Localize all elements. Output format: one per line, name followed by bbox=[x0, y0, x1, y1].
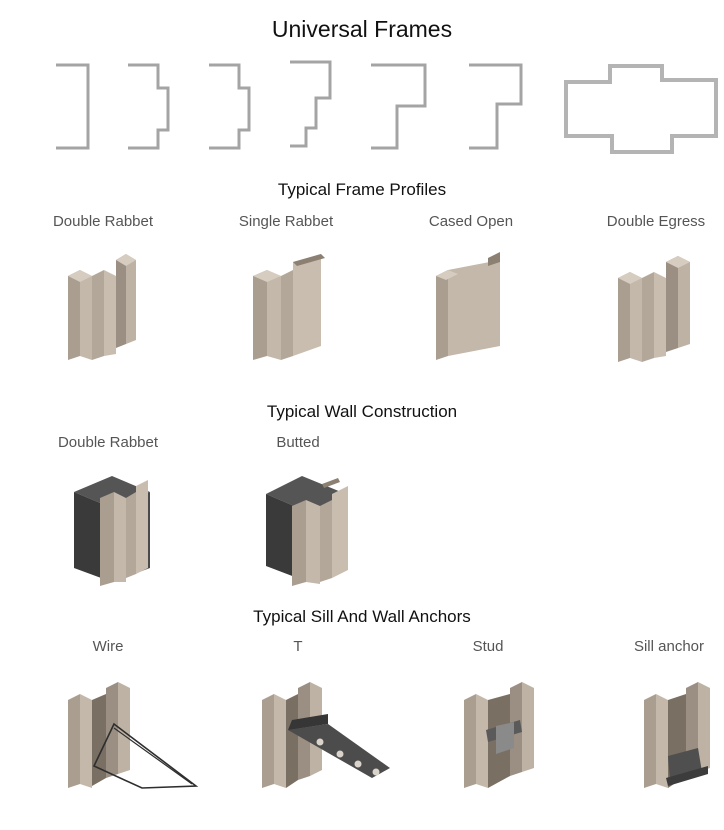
anchor-stud-illustration bbox=[464, 682, 534, 788]
label-double-rabbet: Double Rabbet bbox=[52, 213, 154, 230]
label-double-egress: Double Egress bbox=[606, 213, 706, 230]
section-title-wall: Typical Wall Construction bbox=[266, 402, 458, 421]
frame-double-egress-illustration bbox=[618, 256, 690, 362]
label-single-rabbet: Single Rabbet bbox=[238, 213, 334, 230]
anchor-sill-illustration bbox=[644, 682, 710, 788]
anchor-t-illustration bbox=[262, 682, 390, 788]
wall-butted-illustration bbox=[266, 476, 348, 586]
label-cased-open: Cased Open bbox=[428, 213, 514, 230]
anchor-wire-illustration bbox=[68, 682, 199, 789]
section-title-anchors: Typical Sill And Wall Anchors bbox=[253, 607, 471, 626]
label-wall-double-rabbet: Double Rabbet bbox=[57, 434, 159, 451]
frame-cased-open-illustration bbox=[436, 252, 500, 360]
page-title: Universal Frames bbox=[271, 16, 453, 42]
label-anchor-stud: Stud bbox=[472, 638, 504, 655]
label-anchor-sill: Sill anchor bbox=[633, 638, 705, 655]
section-title-profiles: Typical Frame Profiles bbox=[277, 180, 447, 199]
frame-single-rabbet-illustration bbox=[253, 254, 325, 360]
profile-outline-cased bbox=[564, 64, 718, 154]
profile-outline-1 bbox=[56, 63, 90, 150]
label-anchor-wire: Wire bbox=[92, 638, 124, 655]
profile-outline-3 bbox=[209, 63, 251, 150]
profile-outline-2 bbox=[128, 63, 170, 150]
profile-outline-6 bbox=[469, 63, 523, 150]
label-wall-butted: Butted bbox=[276, 434, 320, 451]
label-anchor-t: T bbox=[293, 638, 303, 655]
wall-double-rabbet-illustration bbox=[74, 476, 150, 586]
profile-outline-5 bbox=[371, 63, 427, 150]
profile-outline-4 bbox=[290, 60, 332, 148]
frame-double-rabbet-illustration bbox=[68, 254, 136, 360]
